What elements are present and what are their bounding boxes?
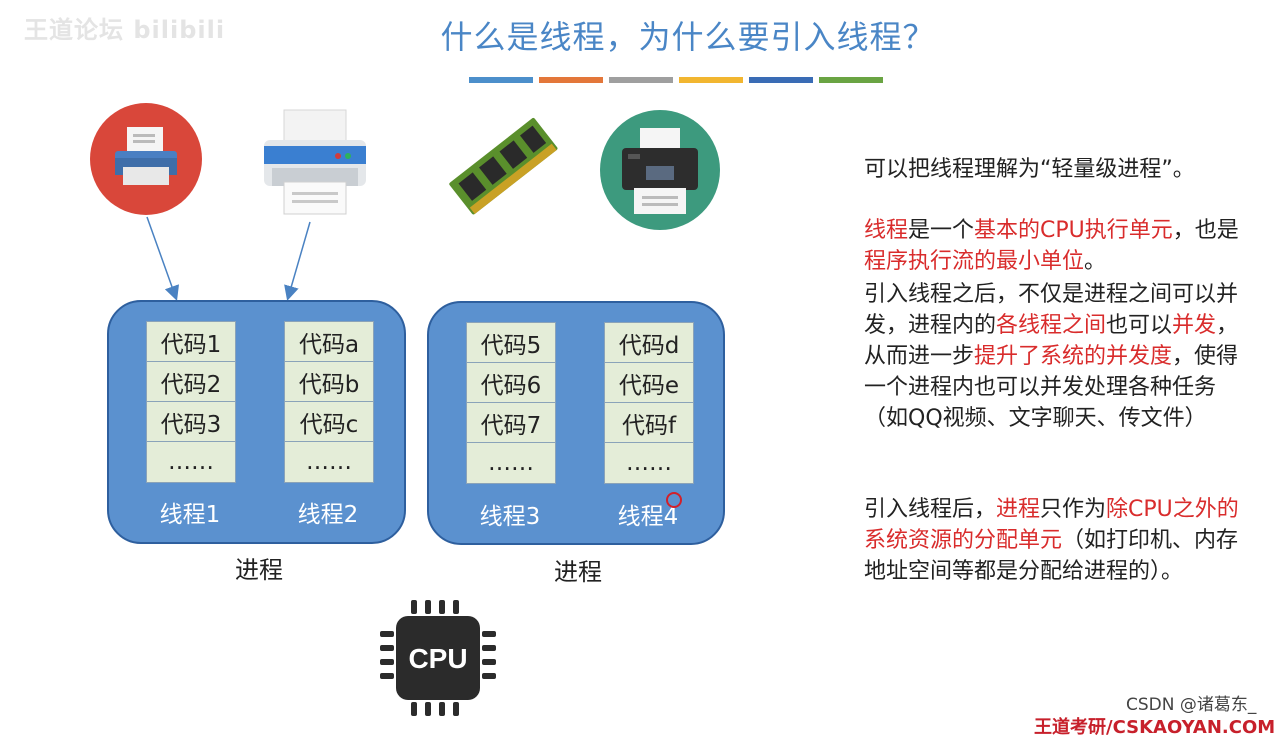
paragraph-lightweight-process: 可以把线程理解为“轻量级进程”。 [864, 157, 1195, 182]
body-text: 是一个 [908, 218, 975, 243]
paragraph-resource-allocation: 引入线程后，进程只作为除CPU之外的系统资源的分配单元（如打印机、内存地址空间等… [864, 494, 1254, 587]
code-cell: 代码3 [147, 402, 235, 442]
body-text: （如打印机、内存地址空间等都是分配给进程的）。 [864, 528, 1239, 584]
body-text: 引入线程后， [864, 497, 997, 522]
code-cell: 代码b [285, 362, 373, 402]
thread-label-1: 线程1 [159, 502, 221, 528]
emphasis-text: 线程 [864, 218, 909, 243]
accent-bar [749, 77, 813, 83]
code-cell: …… [605, 443, 693, 483]
body-text: ，从而进一步 [864, 313, 1239, 369]
printer-red-circle-icon [90, 103, 202, 215]
code-cell: …… [147, 442, 235, 482]
body-text: ，也是 [1172, 218, 1239, 243]
accent-bar [819, 77, 883, 83]
code-cell: 代码d [605, 323, 693, 363]
emphasis-text: 程序执行流的最小单位 [864, 249, 1085, 274]
code-cell: …… [285, 442, 373, 482]
printer-teal-circle-icon [600, 110, 720, 230]
code-cell: 代码7 [467, 403, 555, 443]
top-left-watermark: 王道论坛 bilibili [24, 16, 226, 44]
code-cell: 代码f [605, 403, 693, 443]
thread-column-3: 代码5 代码6 代码7 …… [466, 322, 556, 484]
body-text: 也可以 [1106, 313, 1173, 338]
emphasis-text: 各线程之间 [996, 313, 1107, 338]
code-cell: 代码c [285, 402, 373, 442]
thread-column-2: 代码a 代码b 代码c …… [284, 321, 374, 483]
emphasis-text: 并发 [1172, 313, 1217, 338]
resource-arrows [146, 216, 311, 301]
accent-bar [539, 77, 603, 83]
cpu-label: CPU [408, 643, 467, 674]
bottom-right-watermark: 王道考研/CSKAOYAN.COM [1034, 717, 1276, 738]
body-text: 。 [1084, 249, 1107, 274]
accent-bar [609, 77, 673, 83]
thread-column-4: 代码d 代码e 代码f …… [604, 322, 694, 484]
body-text: 只作为 [1040, 497, 1107, 522]
arrow-printer-to-process [146, 216, 180, 301]
emphasis-text: 除CPU之外的系统资源的分配单元 [864, 497, 1239, 553]
code-cell: 代码a [285, 322, 373, 362]
thread-label-3: 线程3 [479, 504, 541, 530]
code-cell: 代码1 [147, 322, 235, 362]
code-cell: 代码5 [467, 323, 555, 363]
code-cell: 代码6 [467, 363, 555, 403]
emphasis-text: 基本的CPU执行单元 [974, 218, 1173, 243]
emphasis-text: 提升了系统的并发度 [974, 344, 1173, 369]
thread-column-1: 代码1 代码2 代码3 …… [146, 321, 236, 483]
body-text: 引入线程之后，不仅是进程之间可以并发，进程内的 [864, 282, 1239, 338]
cursor-highlight [666, 492, 682, 508]
csdn-attribution: CSDN @诸葛东_ [1126, 695, 1257, 715]
process-label-2: 进程 [554, 558, 602, 586]
body-text: ，使得一个进程内也可以并发处理各种任务（如QQ视频、文字聊天、传文件） [864, 344, 1239, 431]
memory-stick-icon [449, 118, 558, 215]
thread-label-2: 线程2 [297, 502, 359, 528]
process-label-1: 进程 [235, 556, 283, 584]
code-cell: 代码2 [147, 362, 235, 402]
paragraph-concurrency: 引入线程之后，不仅是进程之间可以并发，进程内的各线程之间也可以并发，从而进一步提… [864, 279, 1254, 434]
code-cell: 代码e [605, 363, 693, 403]
accent-bars [469, 77, 889, 83]
printer-icon [264, 109, 366, 215]
arrow-printer2-to-process [284, 221, 311, 301]
emphasis-text: 进程 [996, 497, 1041, 522]
accent-bar [469, 77, 533, 83]
thread-label-4: 线程4 [617, 504, 679, 530]
accent-bar [679, 77, 743, 83]
paragraph-thread-definition: 线程是一个基本的CPU执行单元，也是程序执行流的最小单位。 [864, 215, 1254, 277]
slide-title: 什么是线程，为什么要引入线程？ [440, 18, 936, 56]
code-cell: …… [467, 443, 555, 483]
cpu-icon: CPU [380, 600, 496, 716]
